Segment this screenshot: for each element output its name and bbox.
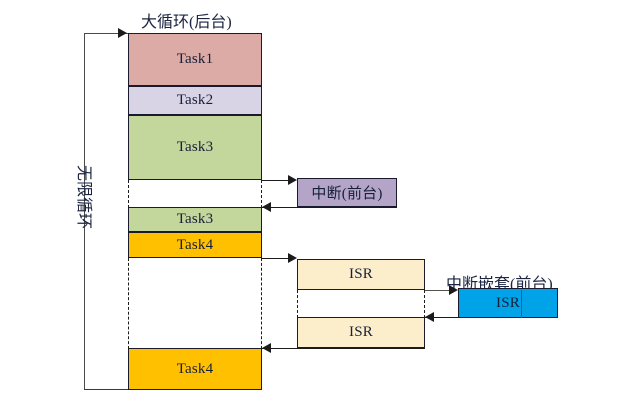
main-column-dash-right-upper [261,180,262,208]
task3-to-interrupt-line [262,180,293,181]
block-task2: Task2 [128,86,262,115]
nested-return-arrow-icon [425,312,434,322]
block-isr-upper-label: ISR [349,266,373,282]
block-interrupt: 中断(前台) [297,178,397,207]
isr-to-nested-arrow-icon [449,285,458,295]
block-task4-lower: Task4 [128,348,262,390]
loop-bracket-bottom [84,389,128,390]
isr-column-dash-right [424,290,425,318]
task3-to-interrupt-arrow-icon [288,175,297,185]
block-task4-upper-label: Task4 [176,236,214,253]
main-column-dash-left-upper [128,180,129,208]
nested-return-line [425,317,522,318]
isr-return-to-task4-line [262,348,425,349]
interrupt-return-arrow-icon [262,202,271,212]
block-isr-lower: ISR [297,317,425,348]
isr-return-to-task4-arrow-icon [262,343,271,353]
main-column-dash-left-lower [128,258,129,349]
block-isr-lower-label: ISR [349,324,373,340]
block-isr-nested: ISR [458,288,558,318]
block-task2-label: Task2 [176,92,214,108]
block-task4-upper: Task4 [128,232,262,258]
task4-to-isr-arrow-icon [288,253,297,263]
isr-to-nested-line [425,290,455,291]
block-isr-upper: ISR [297,259,425,290]
nested-return-drop-line [521,290,522,318]
block-task4-lower-label: Task4 [176,360,214,377]
block-task1-label: Task1 [176,51,214,67]
block-task3-upper: Task3 [128,115,262,180]
infinite-loop-label: 无限循环 [75,165,92,230]
interrupt-return-line [262,207,397,208]
block-task3-upper-label: Task3 [176,139,214,155]
figure-caption [222,398,482,405]
block-task1: Task1 [128,33,262,86]
block-task3-lower: Task3 [128,207,262,232]
block-interrupt-label: 中断(前台) [311,186,383,202]
main-column-dash-right-lower [261,258,262,349]
loop-entry-arrow-icon [118,28,127,38]
block-task3-lower-label: Task3 [176,211,214,227]
main-loop-title: 大循环(后台) [141,14,232,31]
block-isr-nested-label: ISR [496,294,520,311]
task4-to-isr-line [262,258,294,259]
isr-column-dash-left [297,290,298,318]
loop-bracket-vertical [84,33,85,390]
loop-bracket-top [84,33,128,34]
